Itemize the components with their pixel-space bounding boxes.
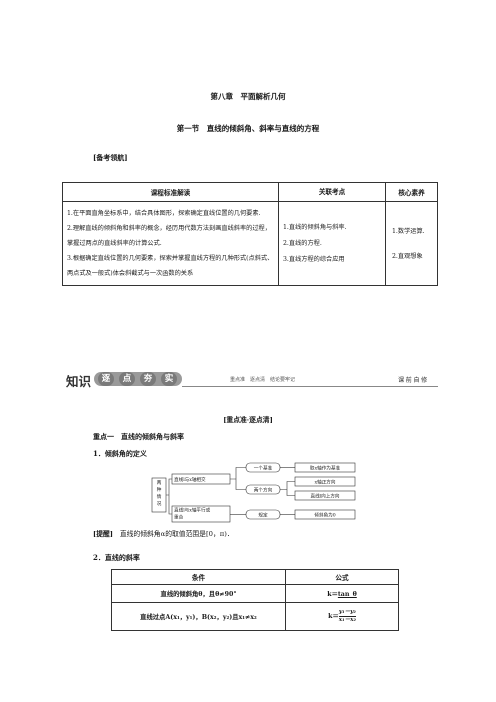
diagram-leaf-dir2-label: 直线l向上方向 [310,492,339,499]
banner-pill: 逐 点 夯 实 [94,372,182,386]
diagram-leaf-dir1-label: x轴正方向 [315,478,336,485]
pill-char: 逐 [98,372,114,386]
pill-char: 点 [119,372,135,386]
section-title: 第一节 直线的倾斜角、斜率与直线的方程 [176,124,320,133]
header-core-literacy: 核心素养 [385,182,438,202]
exam-point: 2.直线的方程. [283,239,322,247]
fraction-denominator: x₁－x₂ [338,617,356,623]
diagram-rule-label: 规定 [258,511,268,518]
diagram-root-char: 况 [157,501,162,507]
heading-slope: 2．直线的斜率 [93,553,140,562]
exam-points-cell: 1.直线的倾斜角与斜率. 2.直线的方程. 3.直线方程的综合应用 [278,201,386,286]
diagram-two-dir-label: 两个方向 [254,486,273,493]
standard-item: 3.根据确定直线位置的几何要素，探索并掌握直线方程的几种形式(点斜式、两点式及一… [67,255,274,277]
key-points-title: [重点准·逐点清] [223,416,273,424]
diagram-root-char: 两 [157,480,162,486]
pill-char: 实 [161,372,177,386]
fraction-numerator: y₁－y₂ [338,609,356,617]
diagram-leaf-base-label: 取x轴作为基准 [310,464,341,471]
diagram-leaf-zero-label: 倾斜角为0 [314,511,335,518]
core-literacy-cell: 1.数学运算. 2.直观想象 [385,201,438,286]
diagram-branch2-label: 直线l与x轴平行或重合 [174,507,211,521]
reminder-label: [提醒] [93,530,114,538]
diagram-branch2-line: 重合 [174,514,184,521]
banner-subtitle: 重点准 逐点清 结论要牢记 [230,377,296,383]
banner-right-label: 课前自修 [398,377,429,384]
header-standards: 课程标准解读 [62,182,279,202]
pill-char: 夯 [140,372,156,386]
exam-point: 3.直线方程的综合应用 [283,255,345,263]
standards-table: 课程标准解读 关联考点 核心素养 1.在平面直角坐标系中，结合具体图形，探索确定… [62,182,438,286]
literacy-item: 2.直观想象 [392,252,423,260]
diagram-branch2-line: 直线l与x轴平行或 [174,507,211,514]
chapter-title: 第八章 平面解析几何 [210,92,286,101]
formula-prefix: k＝ [328,613,339,620]
section-banner: 知识 逐 点 夯 实 重点准 逐点清 结论要牢记 课前自修 [62,370,438,390]
inclination-diagram: 两种情况 直线l与x轴相交 直线l与x轴平行或重合 一个基准 两个方向 规定 取… [151,462,356,523]
diagram-root-char: 种 [157,486,162,493]
condition-two-points: 直线过点A(x₁，y₁)，B(x₂，y₂)且x₁≠x₂ [111,602,286,631]
banner-divider [182,386,438,387]
formula-prefix: k＝ [327,591,338,598]
heading-inclination-definition: 1．倾斜角的定义 [93,449,147,458]
diagram-branch1-label: 直线l与x轴相交 [174,476,206,483]
condition-angle: 直线的倾斜角θ，且θ≠90° [111,584,286,603]
reminder: [提醒] 直线的倾斜角α的取值范围是[0，π)． [93,528,234,538]
banner-title: 知识 [66,374,92,389]
diagram-root-char: 情 [157,493,162,500]
guide-label: [备考领航] [93,153,128,162]
heading-key-point-1: 重点一 直线的倾斜角与斜率 [93,432,184,441]
literacy-item: 1.数学运算. [392,227,425,235]
standards-cell: 1.在平面直角坐标系中，结合具体图形，探索确定直线位置的几何要素. 2.理解直线… [62,201,279,286]
formula-tan: k＝tan_θ [285,584,399,603]
standard-item: 2.理解直线的倾斜角和斜率的概念，经历用代数方法刻画直线斜率的过程，掌握过两点的… [67,225,271,247]
header-formula: 公式 [285,569,399,585]
formula-tan-value: tan_θ [337,591,357,598]
reminder-text: 直线的倾斜角α的取值范围是[0，π)． [113,530,234,538]
diagram-one-base-label: 一个基准 [254,464,273,471]
header-condition: 条件 [111,569,286,585]
exam-point: 1.直线的倾斜角与斜率. [283,223,347,231]
standard-item: 1.在平面直角坐标系中，结合具体图形，探索确定直线位置的几何要素. [67,210,261,217]
header-exam-points: 关联考点 [278,182,386,202]
slope-table: 条件 公式 直线的倾斜角θ，且θ≠90° k＝tan_θ 直线过点A(x₁，y₁… [111,569,399,631]
diagram-root-label: 两种情况 [157,480,162,507]
